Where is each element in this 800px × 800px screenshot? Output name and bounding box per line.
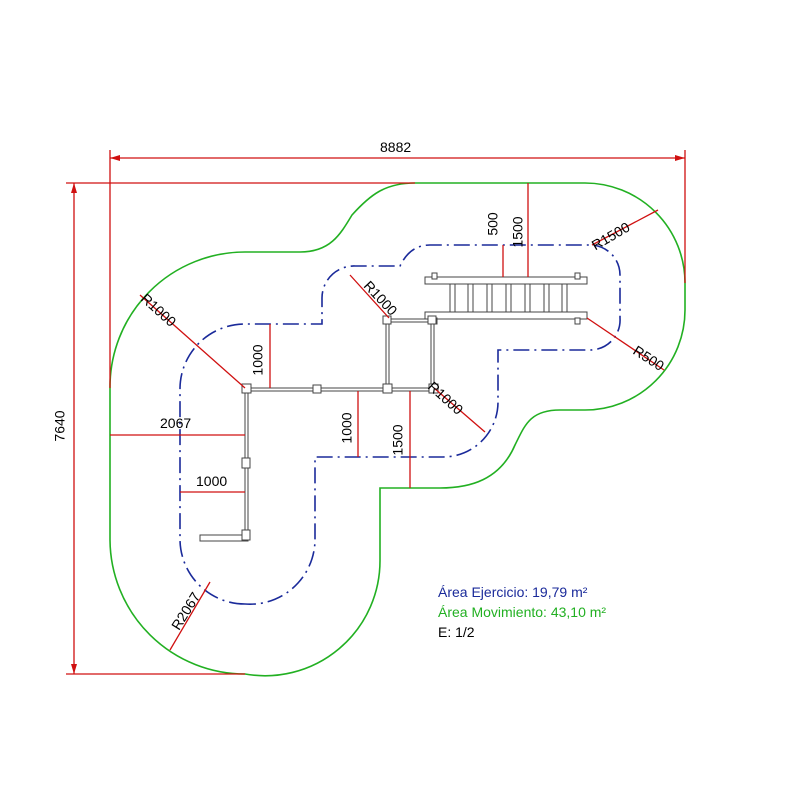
- scale-text: E: 1/2: [438, 624, 475, 640]
- dim-1000-left-label: 1000: [249, 344, 266, 376]
- dim-2067-label: 2067: [160, 415, 192, 431]
- movement-area-text: Área Movimiento: 43,10 m²: [438, 604, 607, 620]
- dim-1500-mid-label: 1500: [389, 424, 406, 456]
- dimension-lines: [66, 150, 686, 675]
- dim-1500-top-label: 1500: [509, 216, 526, 248]
- dim-1000-bottom-label: 1000: [196, 473, 228, 489]
- exercise-area-outline: [179, 244, 621, 605]
- dim-width-label: 8882: [380, 139, 412, 155]
- movement-area-outline: [109, 182, 686, 677]
- dim-500-label: 500: [484, 212, 501, 236]
- dim-height-label: 7640: [51, 410, 68, 442]
- dim-1000-mid-label: 1000: [338, 412, 355, 444]
- area-legend: Área Ejercicio: 19,79 m² Área Movimiento…: [438, 582, 606, 642]
- exercise-area-text: Área Ejercicio: 19,79 m²: [438, 584, 588, 600]
